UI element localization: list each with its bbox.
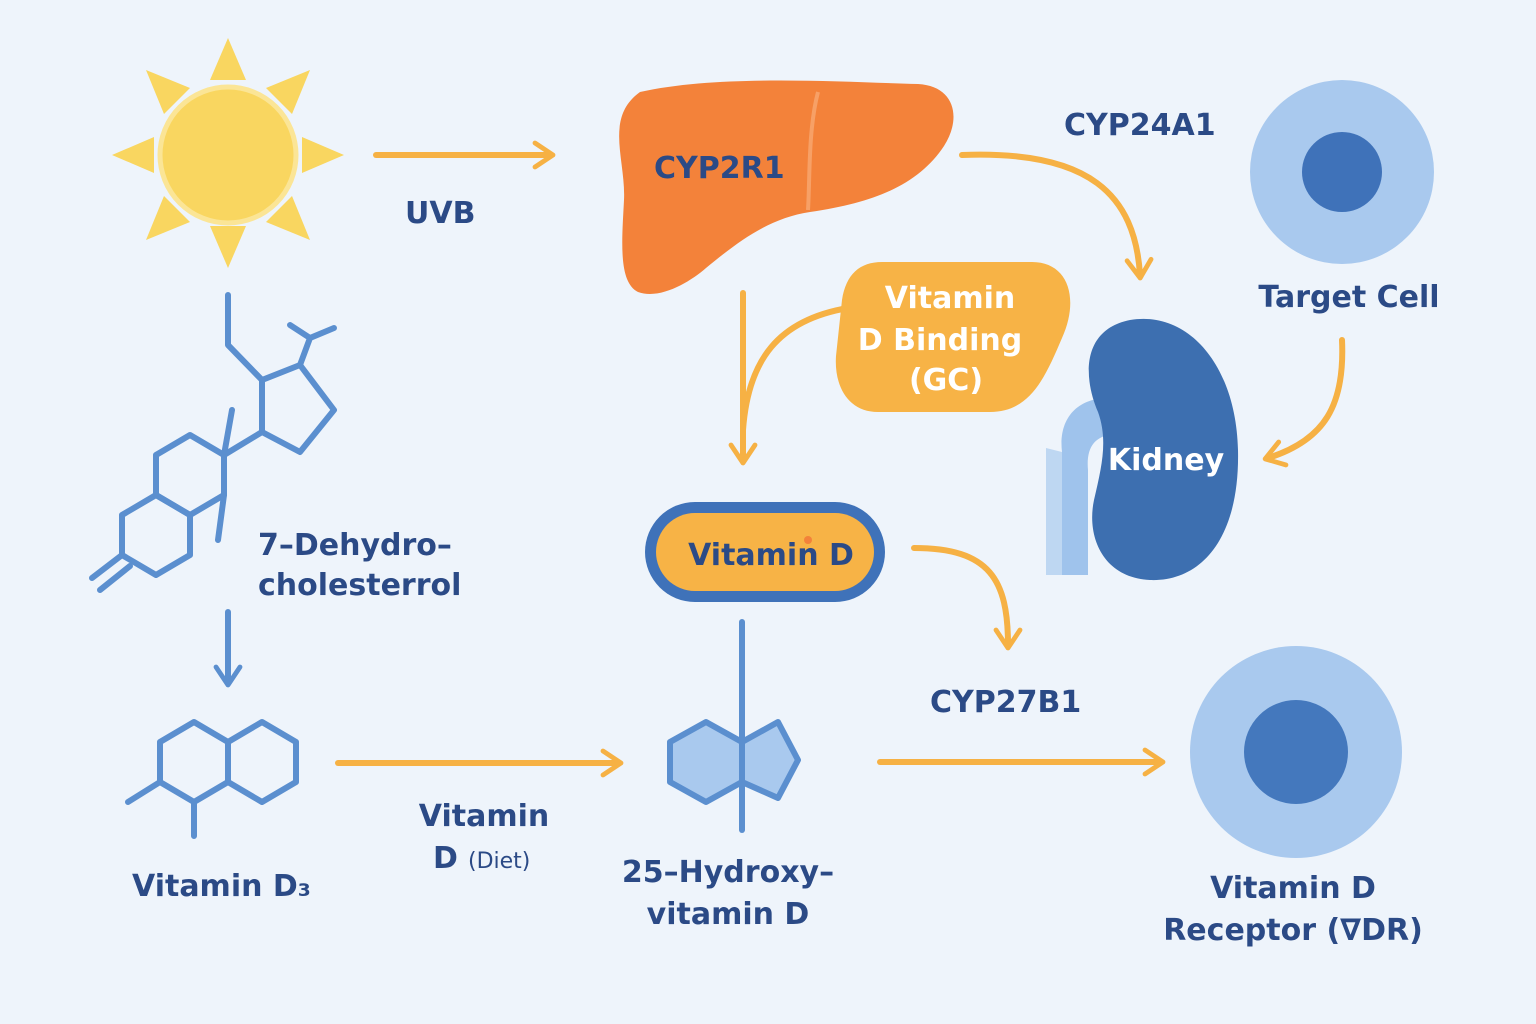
target-cell-to-kidney-arrow (1262, 337, 1346, 468)
binding-protein-label-line2: D Binding (857, 323, 1023, 358)
sun-icon (112, 38, 344, 268)
diet-label-line1: Vitamin (418, 799, 550, 834)
kidney-icon (1046, 318, 1239, 581)
cyp27b1-label: CYP27B1 (930, 685, 1082, 720)
binding-protein-shape (835, 262, 1071, 412)
diet-note: (Diet) (468, 849, 531, 874)
target-cell-label: Target Cell (1258, 280, 1440, 315)
hydroxyvitamin-d-label-line2: vitamin D (646, 897, 810, 932)
25-hydroxyvitamin-d-structure (667, 619, 801, 833)
binding-protein-label-line1: Vitamin (884, 281, 1016, 316)
receptor-label-line2: Receptor (∇DR) (1163, 913, 1423, 948)
receptor-cell-icon (1190, 646, 1402, 858)
dehydrocholesterol-label-line1: 7–Dehydro– (258, 528, 452, 563)
hydroxyvitamin-d-label-line1: 25–Hydroxy– (621, 855, 835, 890)
vitamin-d-to-cyp27b1-arrow (911, 545, 1023, 651)
cyp24a1-label: CYP24A1 (1064, 108, 1216, 143)
target-cell-icon (1250, 80, 1434, 264)
cyp2r1-label: CYP2R1 (654, 151, 785, 186)
uvb-label: UVB (405, 196, 476, 231)
kidney-label: Kidney (1107, 443, 1225, 478)
vitamin-d-label: Vitamin D (688, 538, 854, 573)
liver-to-kidney-arrow (959, 151, 1154, 281)
binding-protein-label-line3: (GC) (908, 363, 984, 398)
liver-icon (619, 80, 954, 294)
receptor-label-line1: Vitamin D (1210, 871, 1376, 906)
7-dehydrocholesterol-structure (89, 292, 337, 593)
binding-to-vitamin-d-arrow (740, 305, 851, 433)
vitamin-d3-label: Vitamin D₃ (132, 869, 311, 904)
diet-label-line2: D (433, 841, 458, 876)
vitamin-d-pill (645, 502, 885, 602)
dehydrocholesterol-label-line2: cholesterrol (258, 568, 462, 603)
vitamin-d3-structure (125, 719, 299, 839)
